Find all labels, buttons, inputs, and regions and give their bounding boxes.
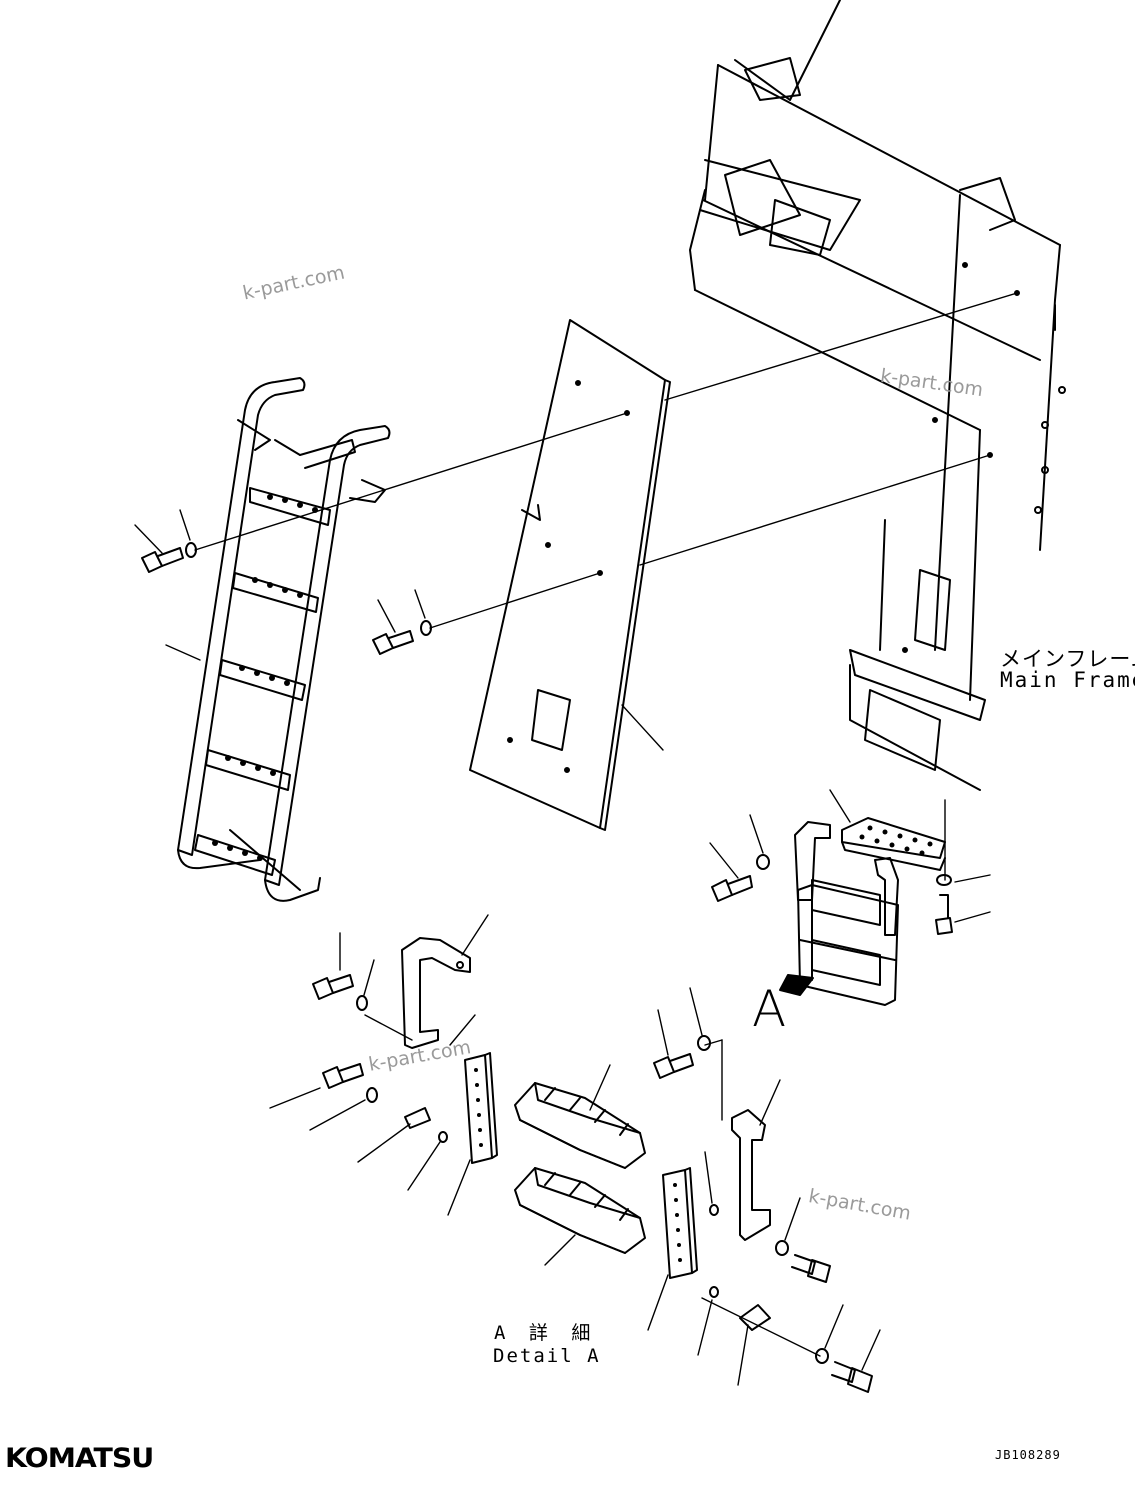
detail-label-jp: A 詳 細 <box>494 1322 597 1344</box>
bolts-washers <box>141 542 953 1393</box>
alignment-lines <box>194 292 1018 1357</box>
drawing-number: JB108289 <box>995 1448 1061 1462</box>
step-assembly <box>779 817 946 1006</box>
brand-logo: KOMATSU <box>5 1443 154 1474</box>
view-letter-a: A <box>752 980 787 1038</box>
main-frame-label-jp: メインフレーム <box>1000 647 1135 671</box>
detail-label-en: Detail A <box>493 1345 601 1367</box>
leader-lines <box>134 509 991 1386</box>
main-frame-label-en: Main Frame <box>1000 668 1135 692</box>
detail-a-parts <box>401 937 771 1279</box>
cover-plate <box>469 319 671 831</box>
main-frame <box>689 0 1066 791</box>
ladder <box>177 377 391 902</box>
